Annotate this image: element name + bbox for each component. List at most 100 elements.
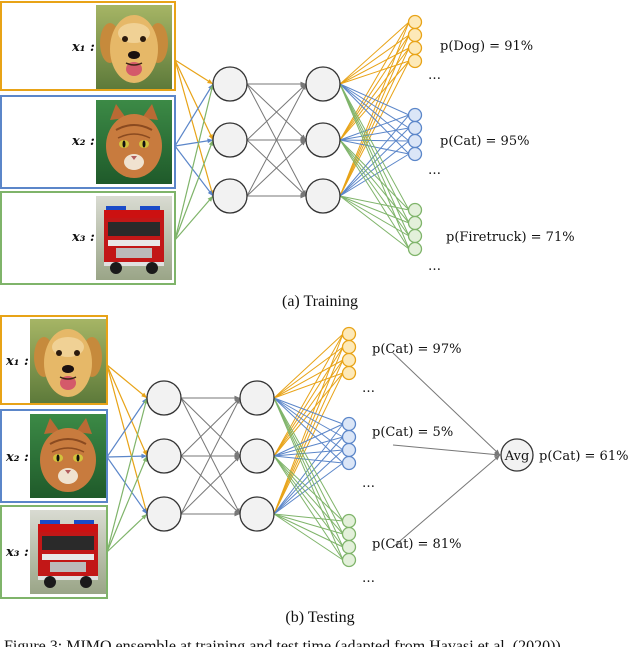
b-output-edge-2-1-3 — [273, 423, 344, 515]
a-output-edge-1-2-2 — [339, 34, 410, 141]
testing-output-label-1: p(Cat) = 97% — [372, 342, 461, 357]
b-input-edge-1-2-arrowhead — [142, 450, 147, 456]
a-output-edge-3-4-3 — [339, 195, 410, 250]
b-output-edge-1-4-2 — [273, 372, 344, 457]
b-output-node-1-4 — [341, 365, 357, 381]
testing-avg-edge-2 — [392, 444, 501, 456]
a-output-node-2-1 — [407, 107, 423, 123]
b-output-edge-1-3-1 — [273, 359, 344, 399]
testing-avg-edge-1 — [392, 352, 501, 456]
a-output-edge-2-3-3 — [339, 140, 410, 197]
b-hidden-edge-3-3-arrowhead — [234, 511, 240, 517]
b-output-edge-2-4-1 — [273, 397, 344, 464]
testing-input-label-1: x₁ : — [5, 354, 29, 369]
a-output-node-1-4 — [407, 53, 423, 69]
a-hidden-edge-1-1-arrowhead — [300, 81, 306, 87]
b-output-node-3-1 — [341, 513, 357, 529]
b-input-edge-3-3-arrowhead — [141, 514, 147, 520]
a-input-edge-3-3 — [174, 195, 214, 241]
a-input-edge-2-3 — [174, 145, 214, 197]
b-hidden-edge-2-2-arrowhead — [234, 453, 240, 459]
a-output-edge-3-1-1 — [339, 83, 410, 211]
testing-avg-edge-3-arrowhead — [494, 455, 500, 461]
testing-output-nodes — [341, 326, 357, 568]
a-input-edge-2-1 — [174, 83, 214, 147]
b-output-node-1-2 — [341, 339, 357, 355]
b-output-node-3-2 — [341, 526, 357, 542]
testing-ellipsis-2: … — [362, 476, 375, 491]
a-input-edge-2-2 — [174, 139, 214, 147]
a-input-edge-1-2 — [174, 59, 214, 141]
a-output-node-2-3 — [407, 133, 423, 149]
training-input-label-1: x₁ : — [71, 40, 95, 55]
a-input-edge-1-3 — [174, 59, 214, 197]
a-output-edge-2-3-1 — [339, 83, 410, 142]
a-output-edge-3-4-1 — [339, 83, 410, 250]
b-output-edge-1-1-2 — [273, 333, 344, 457]
b-input-edge-2-1 — [106, 397, 148, 458]
a-output-edge-3-1-3 — [339, 195, 410, 211]
b-hidden1-node-2 — [146, 438, 182, 474]
a-output-edge-1-3-3 — [339, 47, 410, 197]
training-input-image-cat — [95, 99, 173, 185]
testing-input-label-3: x₃ : — [5, 545, 29, 560]
testing-ellipsis-1: … — [362, 381, 375, 396]
b-input-edge-1-2 — [106, 364, 148, 457]
a-hidden-edge-3-1-arrowhead — [301, 84, 306, 90]
b-hidden2-node-3 — [239, 496, 275, 532]
a-output-edge-1-1-1 — [339, 21, 410, 85]
b-hidden-edge-3-1-arrowhead — [235, 398, 240, 404]
b-input-edge-2-2 — [106, 455, 148, 458]
a-output-edge-2-1-3 — [339, 114, 410, 197]
training-ellipsis-2: … — [428, 163, 441, 178]
b-hidden2-node-2 — [239, 438, 275, 474]
testing-input-box-3 — [0, 505, 108, 599]
testing-ellipsis-3: … — [362, 571, 375, 586]
a-output-edge-3-2-2 — [339, 139, 410, 224]
a-input-edge-1-1 — [174, 59, 214, 85]
b-output-node-2-2 — [341, 429, 357, 445]
b-input-edge-1-1 — [106, 364, 148, 399]
b-hidden-edge-3-1 — [180, 397, 241, 515]
b-output-edge-1-1-1 — [273, 333, 344, 399]
training-input-image-dog — [95, 4, 173, 90]
a-output-edge-2-2-3 — [339, 127, 410, 197]
training-output-label-cat: p(Cat) = 95% — [440, 134, 529, 149]
b-hidden-edge-3-2-arrowhead — [234, 456, 240, 462]
a-output-edge-1-1-2 — [339, 21, 410, 141]
b-output-edge-2-2-3 — [273, 436, 344, 515]
a-output-edge-1-4-2 — [339, 60, 410, 141]
testing-network-nodes — [146, 380, 275, 532]
training-input-image-firetruck — [96, 196, 172, 280]
b-output-node-3-4 — [341, 552, 357, 568]
b-hidden-edge-2-1 — [180, 397, 241, 457]
a-input-edge-3-1 — [174, 83, 214, 241]
a-input-edge-3-3-arrowhead — [207, 196, 213, 202]
a-input-edge-2-3-arrowhead — [207, 190, 213, 196]
b-hidden-edge-1-1-arrowhead — [234, 395, 240, 401]
a-input-edge-3-2 — [174, 139, 214, 241]
b-output-edge-1-3-2 — [273, 359, 344, 457]
training-input-box-3 — [0, 191, 176, 285]
b-input-edge-3-3 — [106, 513, 148, 553]
a-output-node-3-3 — [407, 228, 423, 244]
a-hidden-edge-1-2-arrowhead — [300, 134, 306, 140]
a-output-edge-3-2-3 — [339, 195, 410, 224]
b-hidden1-node-1 — [146, 380, 182, 416]
a-output-node-3-2 — [407, 215, 423, 231]
testing-input-image-cat — [29, 413, 107, 499]
b-output-edge-3-2-2 — [273, 455, 344, 535]
b-output-edge-2-3-3 — [273, 449, 344, 515]
b-hidden2-node-1 — [239, 380, 275, 416]
b-hidden1-node-3 — [146, 496, 182, 532]
b-output-edge-3-4-1 — [273, 397, 344, 561]
a-output-edge-3-3-3 — [339, 195, 410, 237]
a-input-edge-2-2-arrowhead — [207, 138, 213, 144]
b-output-edge-2-1-1 — [273, 397, 344, 425]
a-output-edge-2-1-1 — [339, 83, 410, 116]
b-hidden-edge-2-3-arrowhead — [234, 508, 240, 514]
avg-node-label: Avg — [504, 449, 530, 464]
training-input-box-1 — [0, 1, 176, 91]
training-output-label-dog: p(Dog) = 91% — [440, 39, 533, 54]
b-output-edge-1-3-3 — [273, 359, 344, 515]
